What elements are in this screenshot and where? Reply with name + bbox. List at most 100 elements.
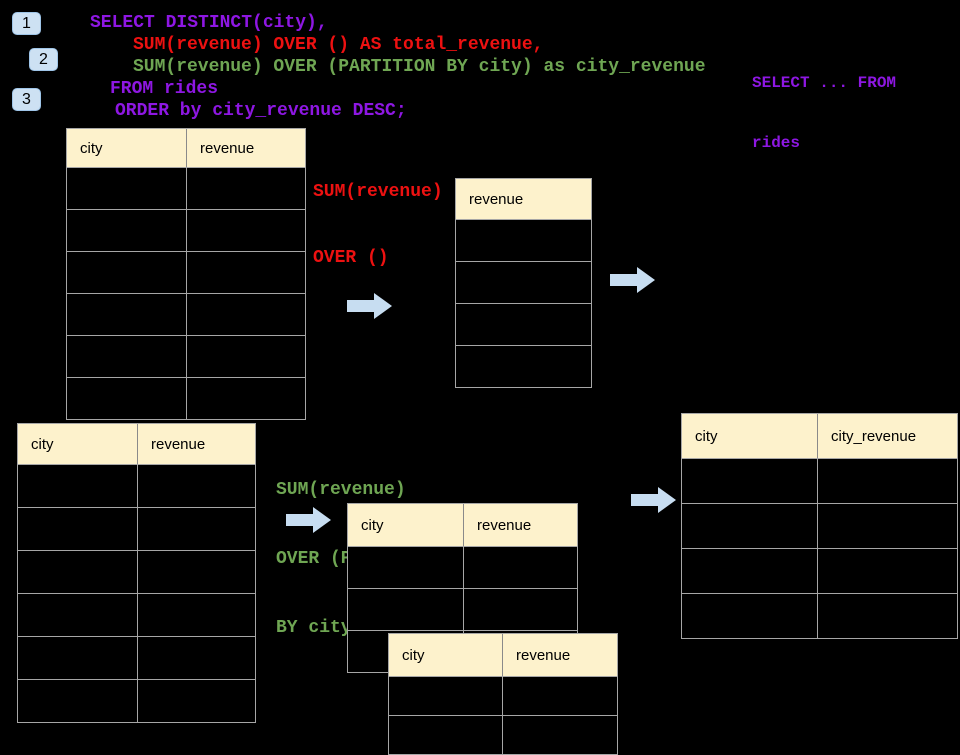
empty-table-cell (67, 378, 187, 419)
empty-table-cell (464, 547, 577, 588)
right-arrow-icon (347, 293, 392, 319)
sql-line-city-revenue: SUM(revenue) OVER (PARTITION BY city) as… (133, 57, 706, 77)
empty-table-cell (67, 168, 187, 209)
empty-table-cell (18, 637, 138, 679)
slide-canvas: { "colors": { "purple": "#8E17E3", "red"… (12, 12, 958, 755)
empty-table-cell (389, 677, 503, 715)
empty-table-row (682, 593, 957, 638)
empty-table-cell (348, 547, 464, 588)
empty-table-cell (138, 680, 255, 722)
empty-table-row (682, 503, 957, 548)
step-badge-3: 3 (12, 88, 41, 111)
column-header: city (18, 424, 138, 464)
table-header-row: city revenue (67, 129, 305, 167)
empty-table-cell (138, 508, 255, 550)
empty-table-row (389, 715, 617, 754)
empty-table-cell (187, 336, 305, 377)
empty-table-cell (67, 294, 187, 335)
empty-table-cell (187, 168, 305, 209)
empty-table-cell (456, 304, 591, 345)
empty-table-row (18, 550, 255, 593)
empty-table-row (67, 251, 305, 293)
right-arrow-icon (610, 267, 655, 293)
empty-table-cell (18, 680, 138, 722)
table-city-revenue-result: city city_revenue (681, 413, 958, 639)
empty-table-row (18, 507, 255, 550)
column-header: revenue (151, 435, 206, 453)
table-total-revenue-result: revenue (455, 178, 592, 388)
table-rides-source-bottom: city revenue (17, 423, 256, 723)
empty-table-row (67, 209, 305, 251)
right-arrow-icon (286, 507, 331, 533)
empty-table-cell (187, 210, 305, 251)
empty-table-cell (138, 637, 255, 679)
empty-table-row (348, 588, 577, 630)
empty-table-cell (187, 378, 305, 419)
column-header: revenue (200, 139, 255, 157)
empty-table-cell (682, 504, 818, 548)
empty-table-cell (456, 262, 591, 303)
empty-table-cell (464, 589, 577, 630)
empty-table-row (67, 335, 305, 377)
empty-table-cell (67, 252, 187, 293)
empty-table-row (456, 261, 591, 303)
empty-table-cell (682, 549, 818, 593)
empty-table-cell (187, 252, 305, 293)
empty-table-cell (818, 504, 957, 548)
sql-line-total-revenue: SUM(revenue) OVER () AS total_revenue, (133, 35, 544, 55)
annotation-line: SUM(revenue) (313, 182, 443, 202)
step-badge-1: 1 (12, 12, 41, 35)
empty-table-cell (389, 716, 503, 754)
empty-table-cell (456, 346, 591, 387)
right-arrow-icon (631, 487, 676, 513)
column-header: city (348, 504, 464, 546)
empty-table-cell (138, 594, 255, 636)
empty-table-row (682, 548, 957, 593)
sql-line-select: SELECT DISTINCT(city), (90, 13, 328, 33)
empty-table-row (18, 636, 255, 679)
empty-table-row (67, 293, 305, 335)
empty-table-row (18, 464, 255, 507)
side-note-select-from-rides: SELECT ... FROM rides (752, 33, 896, 173)
empty-table-cell (18, 594, 138, 636)
table-header-row: city city_revenue (682, 414, 957, 458)
column-header: city_revenue (831, 427, 917, 445)
empty-table-cell (682, 459, 818, 503)
empty-table-cell (818, 594, 957, 638)
empty-table-cell (503, 716, 617, 754)
empty-table-cell (187, 294, 305, 335)
side-note-line: SELECT ... FROM (752, 74, 897, 92)
empty-table-row (456, 345, 591, 387)
empty-table-row (456, 303, 591, 345)
empty-table-row (18, 679, 255, 722)
empty-table-cell (456, 220, 591, 261)
sql-line-order-by: ORDER by city_revenue DESC; (115, 101, 407, 121)
column-header: city (67, 129, 187, 167)
column-header: city (682, 414, 818, 458)
side-note-line: rides (752, 134, 801, 152)
empty-table-cell (18, 551, 138, 593)
empty-table-cell (348, 589, 464, 630)
empty-table-cell (67, 336, 187, 377)
empty-table-cell (503, 677, 617, 715)
step-badge-2: 2 (29, 48, 58, 71)
empty-table-cell (67, 210, 187, 251)
table-header-row: revenue (456, 179, 591, 219)
empty-table-row (456, 219, 591, 261)
empty-table-row (67, 167, 305, 209)
sql-line-from: FROM rides (110, 79, 219, 99)
annotation-total-revenue: SUM(revenue) OVER () (313, 137, 443, 291)
annotation-line: OVER () (313, 248, 389, 268)
annotation-line: SUM(revenue) (276, 480, 406, 500)
table-rides-source-top: city revenue (66, 128, 306, 420)
empty-table-cell (18, 465, 138, 507)
table-header-row: city revenue (348, 504, 577, 546)
empty-table-cell (18, 508, 138, 550)
empty-table-cell (818, 549, 957, 593)
column-header: revenue (477, 516, 532, 534)
empty-table-row (389, 676, 617, 715)
empty-table-cell (138, 465, 255, 507)
empty-table-cell (138, 551, 255, 593)
